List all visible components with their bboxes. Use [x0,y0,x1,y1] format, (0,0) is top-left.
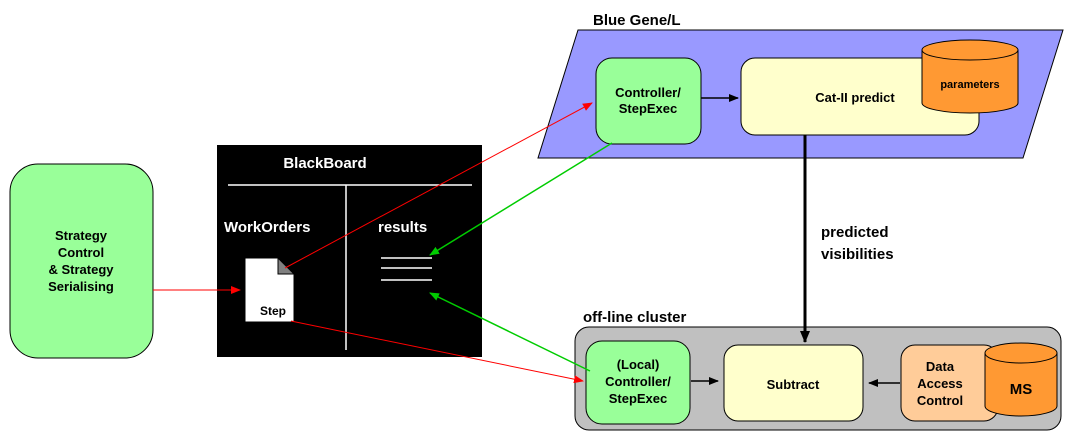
blackboard-title: BlackBoard [283,155,366,172]
subtract-label: Subtract [767,377,820,392]
cat2-predict-label: Cat-II predict [815,90,895,105]
step-label: Step [260,304,286,318]
step-to-bg-controller-arrow [284,102,593,269]
blue-gene-title: Blue Gene/L [593,12,681,29]
ms-cylinder-body [984,353,1058,417]
step-to-local-controller-arrow [290,320,584,384]
step-document-fold-icon [277,256,296,275]
dac-label-line1: Data [926,359,955,374]
strategy-label-line3: & Strategy [48,262,114,277]
local-controller-label-line1: (Local) [617,357,660,372]
strategy-control-box[interactable] [9,163,154,359]
local-controller-label-line3: StepExec [609,391,668,406]
predicted-label-line1: predicted [821,224,889,241]
step-document[interactable]: Step [244,256,296,323]
parameters-cylinder-body [921,50,1019,114]
strategy-label-line4: Serialising [48,279,114,294]
offline-cluster-title: off-line cluster [583,309,687,326]
bg-controller-box[interactable] [595,57,702,145]
strategy-label-line1: Strategy [55,228,108,243]
local-controller-box[interactable] [585,340,691,425]
parameters-label: parameters [940,79,999,91]
ms-database[interactable]: MS [984,342,1058,417]
bg-controller-label-line1: Controller/ [615,85,681,100]
local-controller-to-results-arrow [429,292,591,372]
results-label: results [378,219,427,236]
blackboard: BlackBoard WorkOrders results Step [217,145,482,357]
workorders-label: WorkOrders [224,219,310,236]
results-lines-icon [381,257,432,281]
ms-cylinder-top [984,342,1058,364]
parameters-database[interactable]: parameters [921,39,1019,114]
blue-gene-region: Blue Gene/L Controller/ StepExec Cat-II … [537,12,1064,159]
bg-controller-label-line2: StepExec [619,101,678,116]
ms-label: MS [1010,381,1033,398]
blackboard-panel [217,145,482,357]
subtract-box[interactable] [723,344,864,422]
parameters-cylinder-top [921,39,1019,61]
offline-cluster-region: off-line cluster (Local) Controller/ Ste… [574,309,1062,431]
local-controller-label-line2: Controller/ [605,374,671,389]
strategy-label-line2: Control [58,245,104,260]
strategy-control[interactable]: Strategy Control & Strategy Serialising [9,163,154,359]
bg-controller-to-results-arrow [429,142,613,256]
dac-label-line2: Access [917,376,963,391]
dac-label-line3: Control [917,393,963,408]
predicted-label-line2: visibilities [821,246,894,263]
